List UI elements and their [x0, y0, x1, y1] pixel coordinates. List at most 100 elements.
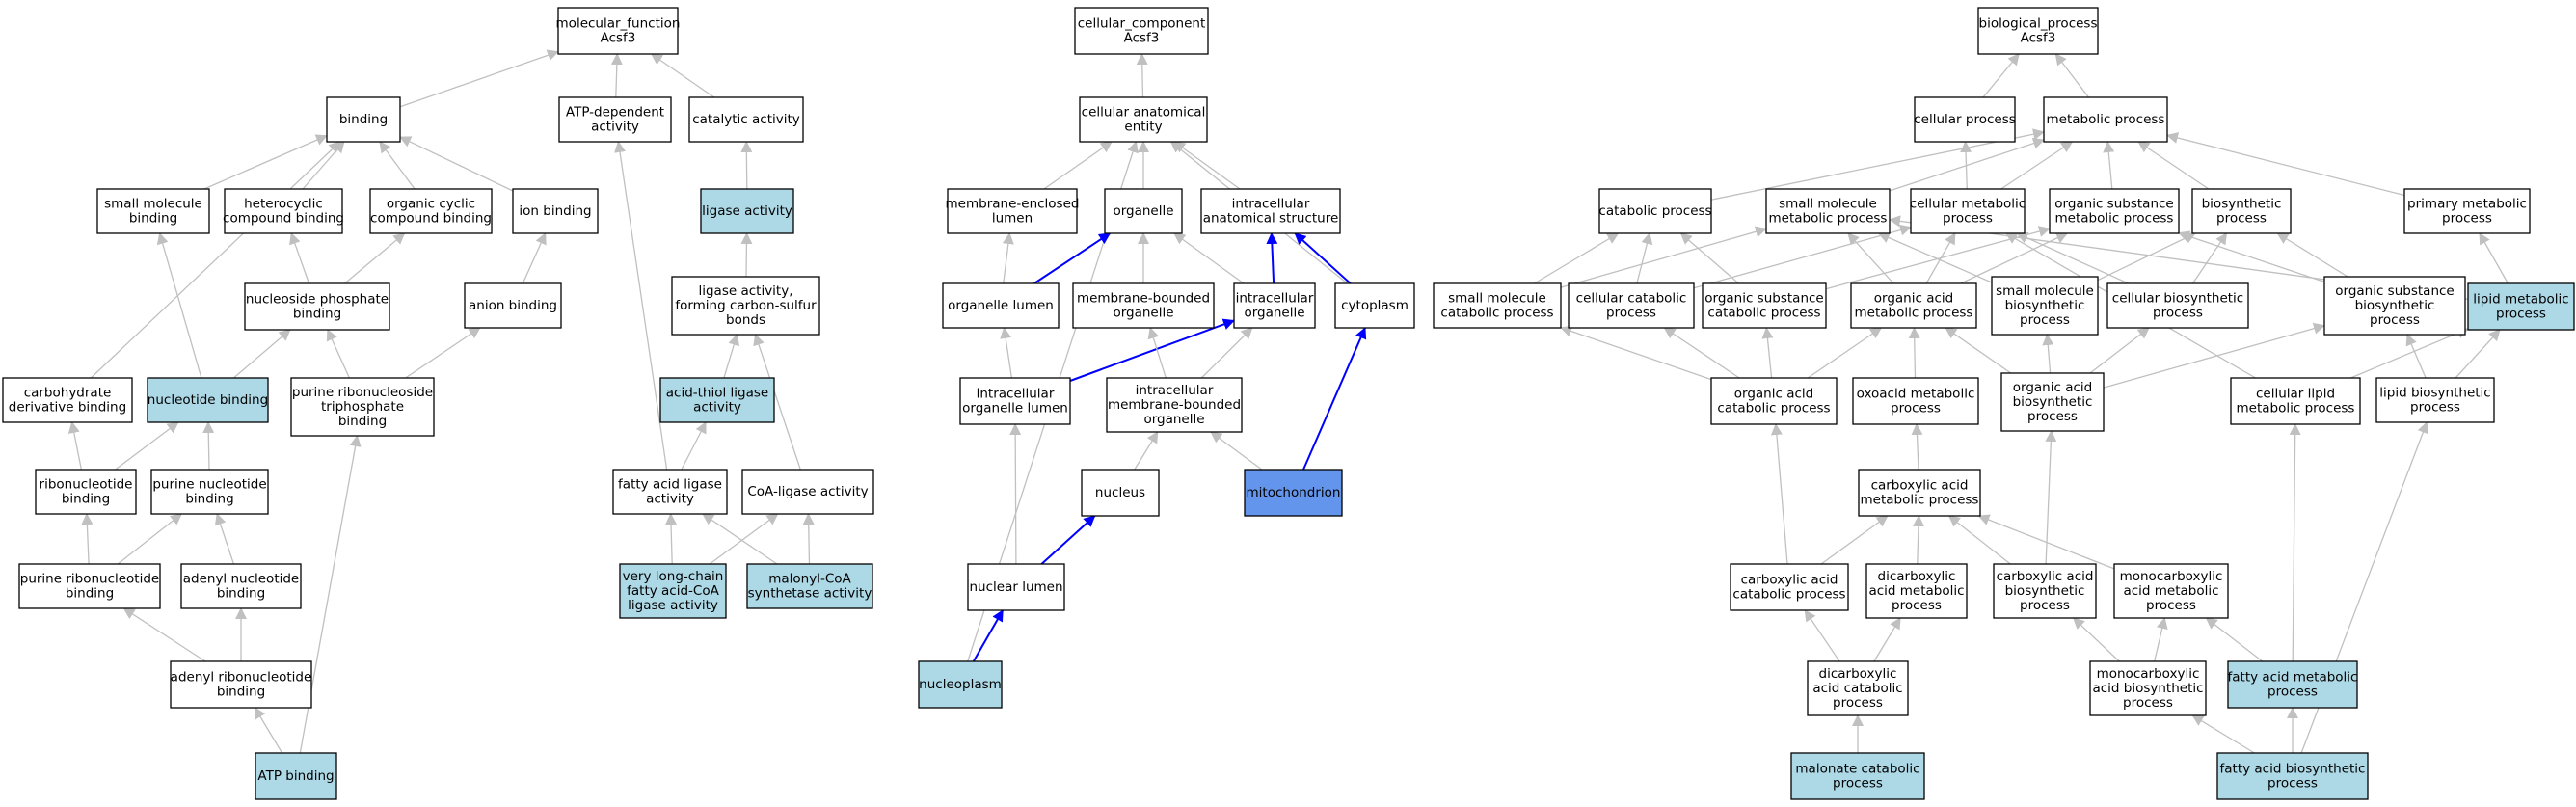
node-cytoplasm[interactable]: cytoplasm	[1334, 282, 1415, 329]
node-cellular-process[interactable]: cellular process	[1914, 96, 2016, 143]
node-label-line: lumen	[992, 211, 1033, 227]
node-label-line: oxoacid metabolic	[1857, 387, 1975, 402]
node-label-line: biosynthetic	[2013, 394, 2093, 410]
node-nucleotide-binding[interactable]: nucleotide binding	[147, 377, 269, 423]
node-ligase-activity[interactable]: ligase activity	[700, 188, 794, 234]
node-atp-binding[interactable]: ATP binding	[255, 752, 337, 800]
node-label-line: process	[2146, 598, 2196, 613]
node-label-line: metabolic process	[2237, 401, 2355, 417]
edge-orglumen-to-memencl	[1002, 232, 1014, 284]
edge-catalytic-to-mf	[650, 53, 715, 98]
node-ligase-activity-forming-carbon-sulfur-bonds[interactable]: ligase activity,forming carbon-sulfurbon…	[671, 276, 820, 336]
node-label-line: organelle lumen	[962, 401, 1068, 417]
node-coa-ligase-activity[interactable]: CoA-ligase activity	[741, 469, 874, 515]
node-anion-binding[interactable]: anion binding	[464, 282, 562, 329]
edge-fametab-to-mcamet	[2205, 617, 2264, 662]
node-organelle[interactable]: organelle	[1104, 188, 1183, 234]
node-label-line: cellular_component	[1078, 16, 1205, 32]
node-catalytic-activity[interactable]: catalytic activity	[688, 96, 804, 143]
node-nucleoplasm[interactable]: nucleoplasm	[918, 660, 1003, 709]
node-mitochondrion[interactable]: mitochondrion	[1244, 469, 1343, 517]
edge-lipbio-to-lipmet	[2455, 329, 2501, 379]
node-nucleus[interactable]: nucleus	[1081, 469, 1160, 517]
node-label-line: cellular biosynthetic	[2112, 291, 2243, 307]
node-box	[2375, 377, 2495, 423]
node-binding[interactable]: binding	[326, 96, 401, 143]
node-label-line: nucleotide binding	[148, 392, 268, 408]
node-box	[1977, 7, 2099, 55]
node-box	[2191, 188, 2292, 234]
node-metabolic-process[interactable]: metabolic process	[2043, 96, 2168, 143]
node-label-line: fatty acid metabolic	[2228, 670, 2358, 686]
edge-cellcat-to-catproc	[1636, 232, 1653, 284]
node-label-line: binding	[66, 586, 114, 602]
edge-fabio-to-mcabio	[2191, 714, 2255, 754]
node-label-line: process	[1833, 695, 1883, 711]
node-label-line: process	[2267, 776, 2318, 792]
node-label-line: dicarboxylic	[1878, 569, 1956, 584]
node-nuclear-lumen[interactable]: nuclear lumen	[967, 563, 1065, 611]
node-organelle-lumen[interactable]: organelle lumen	[942, 282, 1060, 329]
edge-nucleus-to-imbo	[1134, 431, 1159, 471]
node-label-line: process	[2027, 409, 2078, 424]
node-label-line: activity	[693, 400, 741, 416]
node-ion-binding[interactable]: ion binding	[512, 188, 599, 234]
edge-oacat-to-smcat	[1560, 325, 1712, 381]
node-catabolic-process[interactable]: catabolic process	[1598, 188, 1712, 234]
